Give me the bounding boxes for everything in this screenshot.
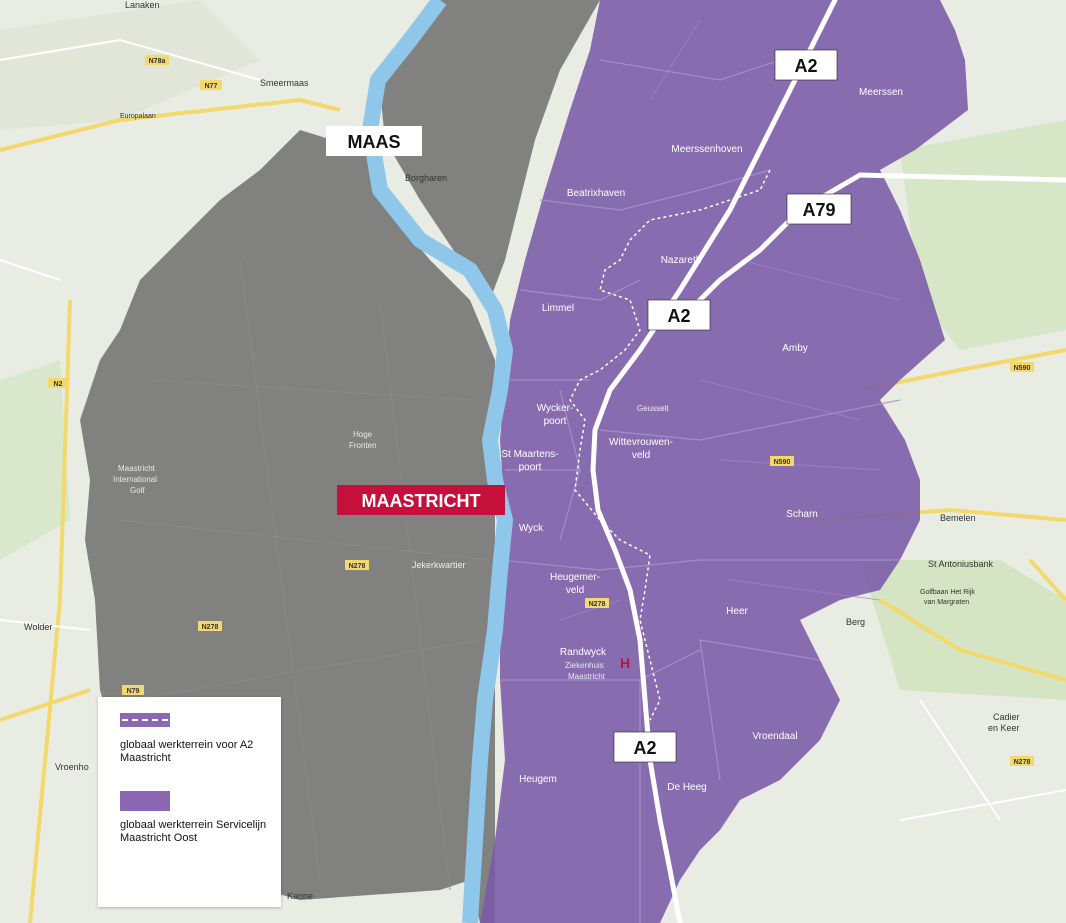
legend-label-solid: globaal werkterrein Servicelijn Maastric… — [120, 819, 267, 844]
hoge-fronten-label: Hoge Fronten — [349, 430, 377, 450]
district-deheeg: De Heeg — [667, 782, 706, 793]
district-heugemerveld-2: veld — [566, 585, 584, 596]
hospital-icon: H — [620, 655, 630, 671]
district-meerssenhoven: Meerssenhoven — [671, 144, 742, 155]
golf-label: Maastricht International Golf — [113, 464, 157, 495]
district-wyckerpoort-1: Wycker- — [537, 403, 574, 414]
place-vroenhoven: Vroenho — [55, 762, 89, 772]
road-shields: N78a N77 N2 N278 N278 N79 N590 N278 N590… — [48, 55, 1034, 766]
place-golfbaan-1: Golfbaan Het Rijk — [920, 589, 975, 596]
legend-label-dashed: globaal werkterrein voor A2 Maastricht — [120, 739, 254, 764]
district-beatrixhaven: Beatrixhaven — [567, 188, 625, 199]
district-labels: Meerssen Meerssenhoven Beatrixhaven Naza… — [501, 87, 903, 793]
place-berg: Berg — [846, 617, 865, 627]
legend-swatch-solid — [120, 791, 170, 811]
district-randwyck: Randwyck — [560, 647, 607, 658]
highway-label-a2-north: A2 — [774, 49, 838, 81]
legend-swatch-dashed — [120, 713, 170, 727]
district-heugem: Heugem — [519, 774, 557, 785]
place-smeermaas: Smeermaas — [260, 78, 309, 88]
svg-text:Maastricht: Maastricht — [568, 672, 606, 681]
grey-street-texture — [119, 259, 491, 891]
shield-n78a: N78a — [149, 58, 166, 65]
shield-n278-e: N278 — [1014, 759, 1031, 766]
svg-text:A2: A2 — [667, 306, 690, 326]
district-wyckerpoort-2: poort — [544, 416, 567, 427]
svg-text:Hoge: Hoge — [353, 430, 373, 439]
place-golfbaan-2: van Margraten — [924, 599, 969, 606]
district-nazareth: Nazareth — [661, 255, 702, 266]
shield-n278-c: N278 — [349, 563, 366, 570]
svg-text:Ziekenhuis: Ziekenhuis — [565, 661, 604, 670]
place-cadier-1: Cadier — [993, 712, 1020, 722]
svg-text:Maastricht: Maastricht — [118, 464, 156, 473]
a2-project-boundary — [569, 169, 771, 721]
district-amby: Amby — [782, 343, 808, 354]
basemap-minor-roads — [0, 38, 1066, 821]
shield-n278-w: N278 — [202, 624, 219, 631]
place-jekerkwartier: Jekerkwartier — [412, 560, 466, 570]
place-stantoniusbank: St Antoniusbank — [928, 559, 994, 569]
place-wolder: Wolder — [24, 622, 52, 632]
shield-n79: N79 — [127, 688, 140, 695]
purple-street-texture — [559, 19, 901, 621]
map-legend: globaal werkterrein voor A2 Maastricht g… — [98, 697, 281, 907]
place-europalaan: Europalaan — [120, 113, 156, 120]
place-geusselt: Geusselt — [637, 404, 669, 413]
district-borders — [499, 59, 901, 923]
district-wittevrouwenveld-1: Wittevrouwen- — [609, 437, 673, 448]
highway-label-a79: A79 — [786, 193, 852, 225]
highway-label-a2-mid: A2 — [647, 299, 711, 331]
svg-text:Golf: Golf — [130, 486, 145, 495]
svg-text:Fronten: Fronten — [349, 441, 377, 450]
svg-text:MAAS: MAAS — [348, 132, 401, 152]
shield-n278-s: N278 — [589, 601, 606, 608]
district-wittevrouwenveld-2: veld — [632, 450, 650, 461]
district-scharn: Scharn — [786, 509, 818, 520]
green-field-north — [0, 0, 260, 130]
place-lanaken: Lanaken — [125, 0, 160, 10]
district-stmaartenspoort-2: poort — [519, 462, 542, 473]
city-label: MAASTRICHT — [337, 485, 505, 515]
place-bemelen: Bemelen — [940, 513, 976, 523]
basemap-place-labels: Lanaken Smeermaas Borgharen Europalaan B… — [24, 0, 1020, 901]
river-label: MAAS — [326, 126, 422, 156]
north-grey-strip — [380, 0, 600, 300]
district-vroendaal: Vroendaal — [752, 731, 797, 742]
svg-text:A2: A2 — [794, 56, 817, 76]
district-heugemerveld-1: Heugemer- — [550, 572, 600, 583]
svg-text:International: International — [113, 475, 157, 484]
shield-n2: N2 — [54, 381, 63, 388]
district-stmaartenspoort-1: St Maartens- — [501, 449, 558, 460]
district-heer: Heer — [726, 606, 748, 617]
shield-n590-b: N590 — [774, 459, 791, 466]
shield-n590: N590 — [1014, 365, 1031, 372]
svg-text:MAASTRICHT: MAASTRICHT — [362, 491, 481, 511]
place-cadier-2: en Keer — [988, 723, 1020, 733]
district-wyck: Wyck — [519, 523, 544, 534]
hospital-label: Ziekenhuis Maastricht — [565, 661, 606, 681]
district-meerssen: Meerssen — [859, 87, 903, 98]
shield-n77: N77 — [205, 83, 218, 90]
place-borgharen: Borgharen — [405, 173, 447, 183]
svg-text:A2: A2 — [633, 738, 656, 758]
place-kanne: Kanne — [287, 891, 313, 901]
green-field-west — [0, 360, 70, 560]
servicelijn-area — [480, 0, 968, 923]
highway-label-a2-south: A2 — [613, 731, 677, 763]
district-limmel: Limmel — [542, 303, 574, 314]
svg-text:A79: A79 — [802, 200, 835, 220]
